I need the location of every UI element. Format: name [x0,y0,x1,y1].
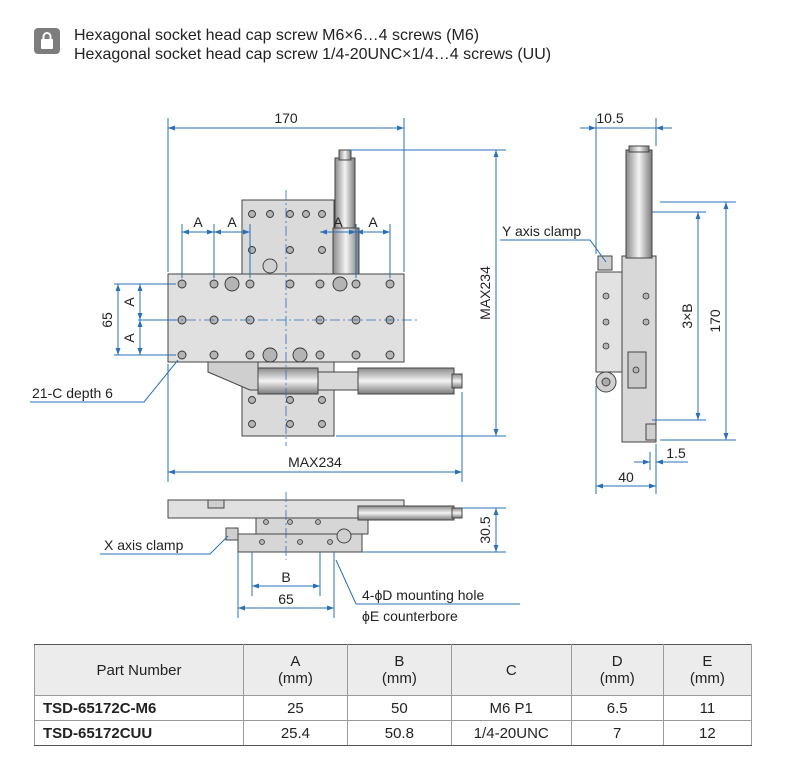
counterbore-callout: ϕE counterbore [362,608,458,624]
base-width-label: 65 [278,591,294,607]
mounting-hole-callout: 4-ϕD mounting hole [362,587,484,603]
screw-note-m6: Hexagonal socket head cap screw M6×6…4 s… [74,27,480,44]
front-height-label: 30.5 [477,516,493,543]
x-axis-clamp-callout: X axis clamp [104,537,184,553]
top-height-label: 65 [99,312,115,328]
e-cell: 11 [662,695,753,721]
table-header-row: Part Number A (mm) B (mm) C D (mm) E (mm… [34,644,753,696]
a-label-1: A [193,214,203,230]
header-e-unit: (mm) [689,670,725,687]
technical-drawing: 170 A A A A 65 A A 21-C depth 6 MAX234 M… [30,110,736,624]
side-top-label: 10.5 [596,110,623,126]
header-c: C [450,644,572,696]
top-right-label: MAX234 [477,266,493,320]
header-b-unit: (mm) [381,670,417,687]
top-width-label: 170 [274,110,298,126]
c-cell: 1/4-20UNC [450,720,572,746]
part-number-cell: TSD-65172CUU [34,720,244,746]
a-label-2: A [227,214,237,230]
b-cell: 50 [346,695,452,721]
header-a: A (mm) [242,644,348,696]
b-cell: 50.8 [346,720,452,746]
side-height-label: 170 [707,309,723,333]
lock-icon [34,28,60,54]
header-b-label: B [394,653,405,670]
part-number-cell: TSD-65172C-M6 [34,695,244,721]
top-view: 170 A A A A 65 A A 21-C depth 6 MAX234 M… [30,110,506,482]
header-a-label: A [290,653,301,670]
b-label: B [281,569,290,585]
header-part-number-label: Part Number [96,661,182,679]
side-view: 10.5 Y axis clamp 3×B 170 1.5 40 [500,110,736,494]
table-row: TSD-65172C-M6 25 50 M6 P1 6.5 11 [34,695,753,721]
header-d: D (mm) [570,644,664,696]
header-b: B (mm) [346,644,452,696]
offset-label: 1.5 [666,445,686,461]
screw-note-uu: Hexagonal socket head cap screw 1/4-20UN… [74,46,552,63]
d-cell: 6.5 [570,695,664,721]
side-depth-label: 40 [618,469,634,485]
header-e-label: E [702,653,713,670]
header-c-label: C [505,661,517,679]
e-cell: 12 [662,720,753,746]
a-label-3: A [333,214,343,230]
header-d-label: D [611,653,623,670]
c-cell: M6 P1 [450,695,572,721]
vertical-a-label-2: A [121,333,137,343]
tap-callout: 21-C depth 6 [32,385,113,401]
header-e: E (mm) [662,644,753,696]
spec-table: Part Number A (mm) B (mm) C D (mm) E (mm… [34,644,753,746]
front-view: X axis clamp 30.5 B 65 4-ϕD mounting hol… [100,492,520,624]
d-cell: 7 [570,720,664,746]
vertical-a-label-1: A [121,297,137,307]
y-axis-clamp-callout: Y axis clamp [502,223,581,239]
header-d-unit: (mm) [599,670,635,687]
header-part-number: Part Number [34,644,244,696]
header-a-unit: (mm) [277,670,313,687]
top-bottom-label: MAX234 [288,454,342,470]
screw-notes: Hexagonal socket head cap screw M6×6…4 s… [74,26,774,64]
pitch-label: 3×B [679,303,695,328]
table-row: TSD-65172CUU 25.4 50.8 1/4-20UNC 7 12 [34,720,753,746]
a-label-4: A [368,214,378,230]
a-cell: 25.4 [242,720,348,746]
a-cell: 25 [242,695,348,721]
